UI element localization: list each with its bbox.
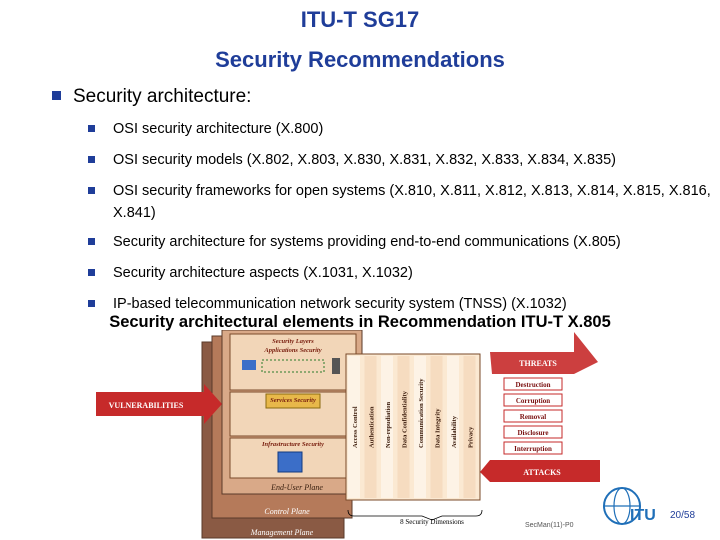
threat-label: Removal — [520, 413, 546, 421]
dimension-label: Non-repudiation — [385, 402, 392, 448]
itu-logo: ITU — [603, 487, 656, 525]
threat-label: Interruption — [514, 445, 552, 453]
dimension-column — [430, 356, 443, 498]
threat-list: DestructionCorruptionRemovalDisclosureIn… — [503, 377, 563, 455]
diagram-caption: Security architectural elements in Recom… — [109, 313, 611, 331]
dimension-label: Data Integrity — [435, 408, 442, 448]
list-item: OSI security architecture (X.800) — [88, 118, 713, 140]
square-bullet-icon — [88, 125, 95, 132]
list-item: Security architecture for systems provid… — [88, 231, 713, 253]
dimension-column — [364, 356, 377, 498]
list-item: OSI security models (X.802, X.803, X.830… — [88, 149, 713, 171]
dimensions-brace — [347, 509, 483, 521]
list-item: OSI security frameworks for open systems… — [88, 180, 713, 224]
dimension-label: Privacy — [468, 426, 475, 448]
control-plane-label: Control Plane — [264, 507, 310, 516]
square-bullet-icon — [52, 91, 61, 100]
services-security-label: Services Security — [270, 397, 316, 404]
dimension-column — [463, 356, 476, 498]
dimension-label: Availability — [451, 415, 458, 448]
vulnerabilities-arrow — [96, 384, 222, 424]
section-heading-text: Security architecture: — [73, 86, 252, 107]
square-bullet-icon — [88, 238, 95, 245]
dimension-column — [348, 356, 360, 498]
threat-label: Destruction — [516, 381, 551, 389]
footer-code: SecMan(11)-P0 — [525, 522, 574, 529]
list-item: IP-based telecommunication network secur… — [88, 293, 713, 315]
applications-security-label: Applications Security — [263, 347, 321, 354]
security-layers-header: Security Layers — [272, 338, 314, 345]
threat-box — [503, 393, 563, 407]
dimension-column — [381, 356, 393, 498]
dimension-column — [447, 356, 459, 498]
slide-title-line1: ITU-T SG17 — [300, 7, 420, 32]
dimension-label: Authentication — [369, 406, 376, 448]
threats-arrow — [490, 332, 598, 374]
services-icon — [265, 393, 321, 409]
threat-box — [503, 425, 563, 439]
dimension-label: Communication Security — [418, 378, 425, 448]
square-bullet-icon — [88, 300, 95, 307]
slide-number: 20/58 — [670, 510, 696, 521]
infrastructure-security-label: Infrastructure Security — [261, 441, 324, 448]
dimension-column — [414, 356, 426, 498]
dimension-label: Data Confidentiality — [402, 390, 409, 448]
attacks-arrow — [480, 460, 600, 482]
threat-box — [503, 409, 563, 423]
dimension-label: Access Control — [352, 406, 359, 448]
dimension-column — [397, 356, 410, 498]
attacks-label: ATTACKS — [523, 468, 561, 477]
computer-icon — [242, 360, 256, 370]
itu-logo-text: ITU — [630, 507, 656, 524]
threat-box — [503, 441, 563, 455]
security-dimensions: Access Control Authentication Non-repudiat… — [348, 356, 476, 498]
dimensions-label: 8 Security Dimensions — [400, 518, 464, 526]
threat-label: Disclosure — [518, 429, 549, 437]
square-bullet-icon — [88, 269, 95, 276]
list-item: Security architecture aspects (X.1031, X… — [88, 262, 713, 284]
threat-label: Corruption — [516, 397, 550, 405]
threats-label: THREATS — [519, 359, 557, 368]
app-link — [261, 359, 325, 373]
x805-architecture-diagram: Management Plane Control Plane End-User … — [96, 330, 600, 539]
square-bullet-icon — [88, 187, 95, 194]
management-plane-label: Management Plane — [250, 528, 314, 537]
switch-icon — [277, 451, 303, 473]
square-bullet-icon — [88, 156, 95, 163]
threat-box — [503, 377, 563, 391]
server-icon — [332, 358, 340, 374]
section-heading: Security architecture: — [52, 86, 251, 108]
slide-title-line2: Security Recommendations — [215, 47, 505, 72]
vulnerabilities-label: VULNERABILITIES — [109, 401, 184, 410]
end-user-plane-label: End-User Plane — [270, 483, 323, 492]
